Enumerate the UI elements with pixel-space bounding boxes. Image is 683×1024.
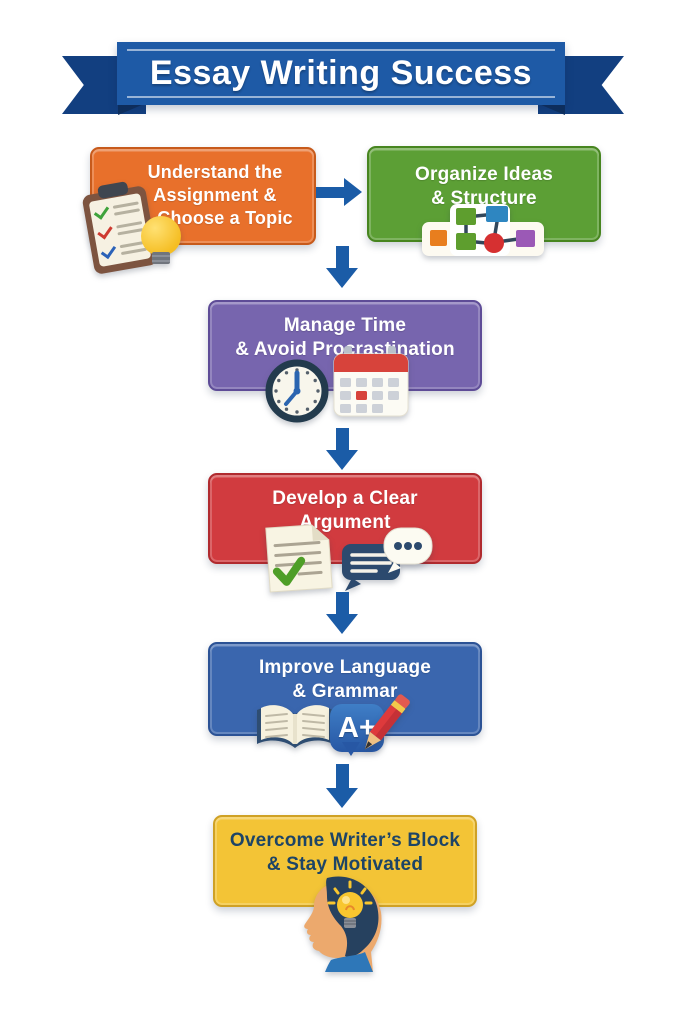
arrow-right: [316, 178, 362, 206]
arrow-down-1: [326, 246, 358, 288]
clock-icon: [265, 359, 329, 423]
calendar-icon: [333, 346, 409, 417]
document-chat-icon: [265, 524, 433, 593]
label-line: Improve Language: [258, 657, 432, 678]
label-line: & Stay Motivated: [266, 854, 424, 876]
label-line: & Grammar: [292, 681, 398, 703]
step-understand-label: Understand the Assignment & Choose a Top…: [92, 149, 314, 230]
ribbon-banner: Essay Writing Success: [117, 42, 565, 105]
ribbon-hairlines: [127, 49, 555, 98]
lightbulb-icon: [140, 216, 182, 264]
flow-step-organize: Organize Ideas & Structure: [367, 146, 601, 242]
ribbon-fold-right: [539, 104, 565, 115]
label-line: Overcome Writer’s Block: [229, 830, 461, 851]
flow-step-motivation: Overcome Writer’s Block & Stay Motivated: [213, 815, 477, 907]
step-language-label: Improve Language & Grammar: [210, 644, 480, 705]
clipboard-checklist-lightbulb-icon: [81, 181, 190, 278]
flow-step-understand: Understand the Assignment & Choose a Top…: [90, 147, 316, 245]
flowchart-icon: [422, 204, 544, 256]
open-book-icon: [257, 705, 333, 748]
label-line: Assignment &: [153, 185, 277, 206]
label-line: Organize Ideas: [415, 164, 553, 185]
ribbon-fold-left: [118, 104, 144, 115]
arrow-down-3: [326, 592, 358, 634]
label-line: Manage Time: [283, 315, 407, 336]
label-line: Argument: [299, 512, 391, 534]
page-title: Essay Writing Success: [149, 54, 533, 92]
label-line: Develop a Clear: [272, 488, 418, 509]
head-lightbulb-icon: [304, 876, 382, 972]
step-argument-label: Develop a Clear Argument: [210, 475, 480, 536]
pencil-icon: [364, 694, 410, 750]
step-motivation-label: Overcome Writer’s Block & Stay Motivated: [215, 817, 475, 878]
label-line: Understand the: [147, 162, 283, 182]
arrow-down-4: [326, 764, 358, 808]
arrow-down-2: [326, 428, 358, 470]
label-line: Choose a Topic: [157, 208, 293, 229]
